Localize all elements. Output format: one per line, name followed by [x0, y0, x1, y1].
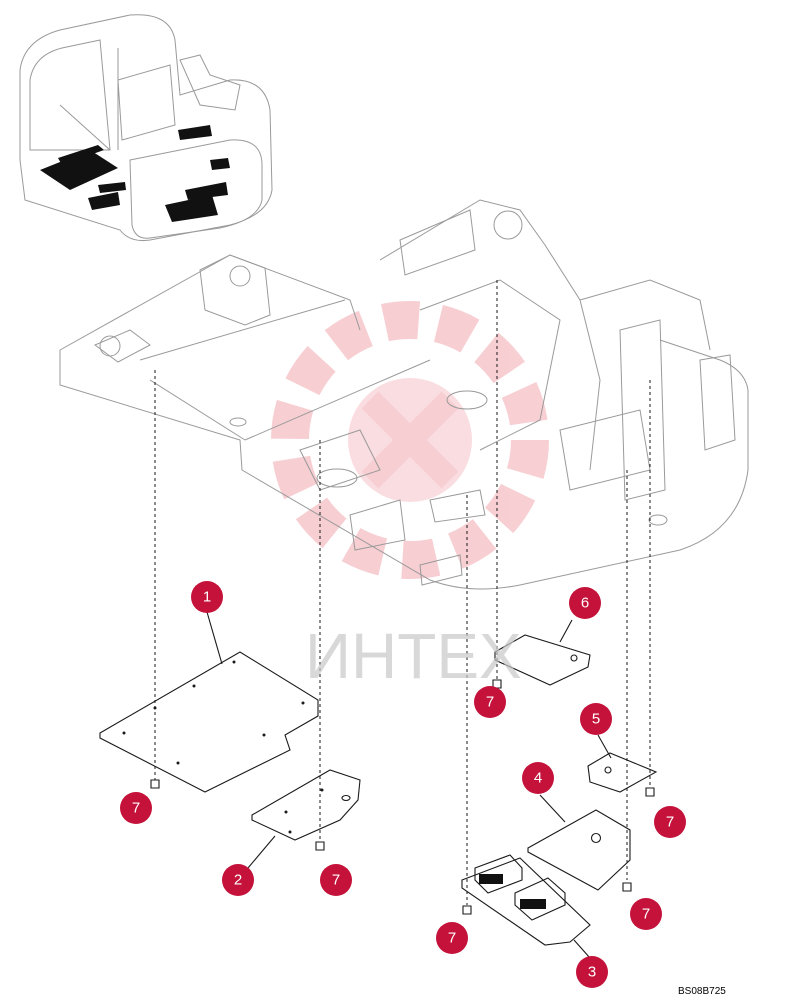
callout[interactable]: 7: [630, 898, 662, 930]
callout[interactable]: 7: [320, 864, 352, 896]
floor-cover-part-6[interactable]: [494, 634, 591, 686]
callout[interactable]: 4: [522, 762, 554, 794]
callout[interactable]: 3: [576, 956, 608, 988]
callout-label: 7: [642, 906, 650, 923]
callout-label: 7: [666, 814, 674, 831]
bolts: [150, 679, 655, 915]
drawing-code: BS08B725: [678, 986, 726, 997]
callout[interactable]: 1: [191, 581, 223, 613]
floor-cover-part-4[interactable]: [527, 809, 631, 891]
floor-cover-part-2[interactable]: [251, 769, 361, 841]
callout[interactable]: 2: [222, 864, 254, 896]
callout[interactable]: 7: [474, 686, 506, 718]
callout-label: 5: [592, 711, 600, 728]
callout-label: 7: [486, 694, 494, 711]
callout-label: 7: [332, 872, 340, 889]
callout[interactable]: 7: [436, 922, 468, 954]
floor-cover-part-3[interactable]: [461, 854, 591, 946]
callout-label: 4: [534, 770, 542, 787]
watermark-logo: [271, 301, 549, 579]
excavator-location-inset: [19, 14, 273, 241]
upper-frame-drawing: [59, 199, 749, 590]
callout-label: 1: [203, 589, 211, 606]
callout[interactable]: 6: [569, 587, 601, 619]
callout[interactable]: 7: [654, 806, 686, 838]
watermark-text: ИНТЕХ: [305, 620, 522, 692]
floor-cover-part-1[interactable]: [99, 651, 319, 793]
callout-label: 7: [448, 930, 456, 947]
alignment-lines: [154, 280, 651, 905]
callout[interactable]: 5: [580, 703, 612, 735]
callout-label: 3: [588, 964, 596, 981]
floor-cover-part-5[interactable]: [587, 752, 658, 793]
leader-lines: [206, 611, 612, 959]
callout[interactable]: 7: [120, 792, 152, 824]
callout-label: 6: [581, 595, 589, 612]
callout-label: 7: [132, 800, 140, 817]
callout-label: 2: [234, 872, 242, 889]
